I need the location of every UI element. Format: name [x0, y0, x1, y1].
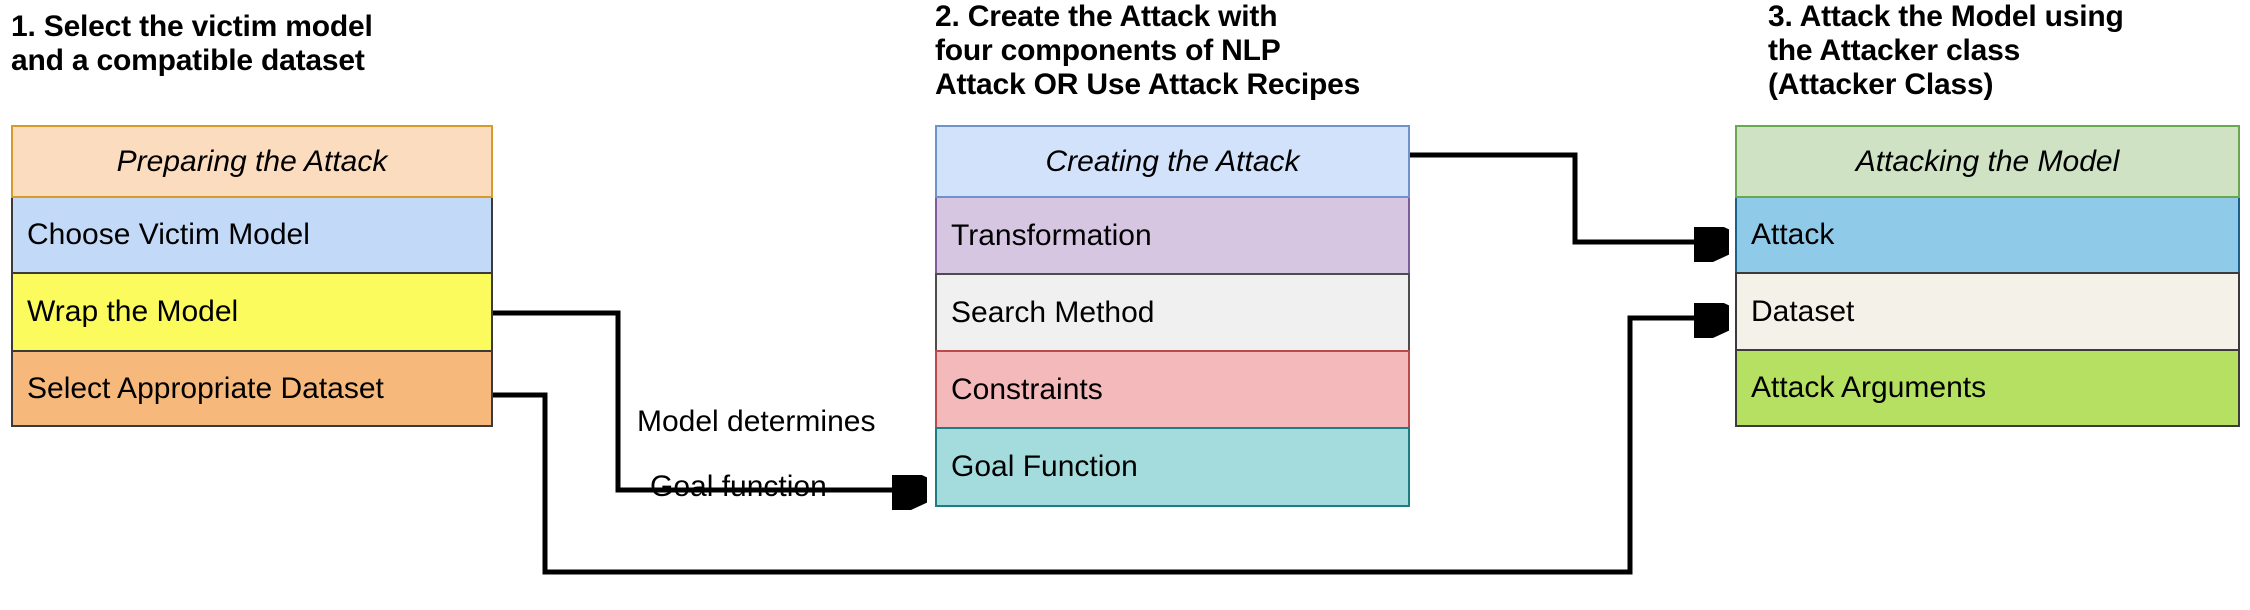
box-transformation: Transformation — [935, 196, 1410, 275]
box-creating-the-attack: Creating the Attack — [935, 125, 1410, 198]
connector-wrap-model-to-goal-function — [493, 310, 920, 490]
box-constraints: Constraints — [935, 350, 1410, 429]
box-search-method: Search Method — [935, 273, 1410, 352]
edge-label-goal-function: Goal function — [650, 470, 827, 503]
box-choose-victim-model: Choose Victim Model — [11, 196, 493, 274]
connector-creating-attack-to-attack — [1410, 152, 1722, 242]
column-heading-3: 3. Attack the Model using the Attacker c… — [1768, 0, 2124, 101]
box-attack-arguments: Attack Arguments — [1735, 349, 2240, 427]
box-goal-function: Goal Function — [935, 427, 1410, 507]
box-select-appropriate-dataset: Select Appropriate Dataset — [11, 350, 493, 427]
column-heading-2: 2. Create the Attack with four component… — [935, 0, 1361, 101]
box-wrap-the-model: Wrap the Model — [11, 272, 493, 352]
box-attack: Attack — [1735, 196, 2240, 274]
box-preparing-the-attack: Preparing the Attack — [11, 125, 493, 198]
edge-label-model-determines: Model determines — [637, 405, 876, 438]
column-heading-1: 1. Select the victim model and a compati… — [11, 10, 373, 77]
box-attacking-the-model: Attacking the Model — [1735, 125, 2240, 198]
box-dataset: Dataset — [1735, 272, 2240, 351]
